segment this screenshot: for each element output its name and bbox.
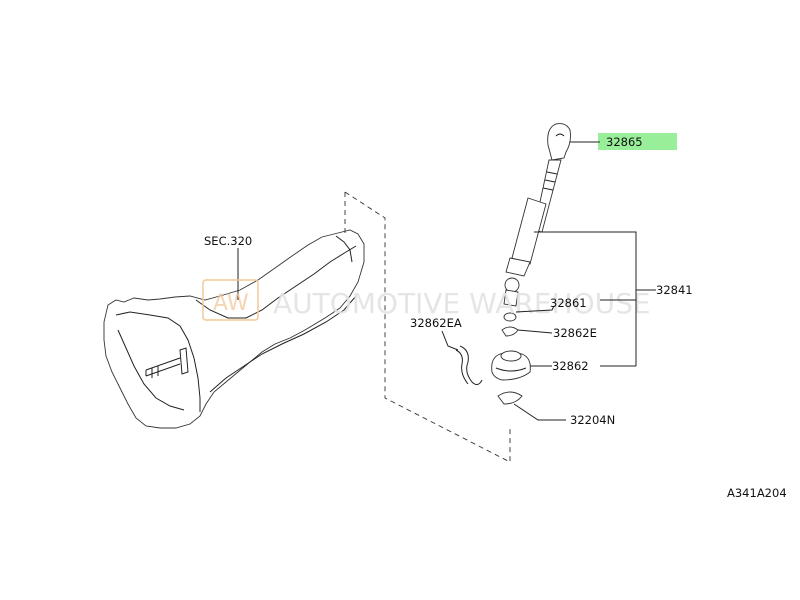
shift-knob [547, 123, 571, 161]
clip-ea-part [459, 345, 483, 386]
watermark-logo: AW [213, 291, 249, 316]
part-number-knob[interactable]: 32865 [606, 135, 643, 149]
part-number-bushing[interactable]: 32861 [550, 296, 587, 310]
knob-callout-highlight[interactable] [598, 133, 677, 150]
watermark: AW AUTOMOTIVE WAREHOUSE [202, 279, 651, 321]
bushing-part [503, 312, 517, 322]
lever-assy-bracket [534, 231, 656, 366]
snap-ring [497, 391, 523, 405]
watermark-text: AUTOMOTIVE WAREHOUSE [273, 287, 651, 320]
transmission-housing [103, 229, 365, 429]
diagram-id: A341A204 [727, 486, 787, 500]
section-ref-label: SEC.320 [204, 234, 252, 248]
lever-sleeve [511, 197, 547, 265]
clip-part [501, 326, 519, 337]
snap-ring-leader [513, 403, 566, 421]
watermark-logo-box [202, 279, 259, 321]
clip-leader [517, 329, 553, 334]
shift-lever-assembly [455, 123, 571, 405]
bushing-leader [515, 305, 555, 313]
part-number-clip[interactable]: 32862E [553, 326, 597, 340]
part-number-snap-ring[interactable]: 32204N [570, 413, 615, 427]
shift-boot [491, 352, 531, 381]
clip-ea-leader [441, 330, 459, 351]
part-number-boot[interactable]: 32862 [552, 359, 589, 373]
mounting-outline-dashed [344, 191, 511, 463]
part-number-lever-assy[interactable]: 32841 [656, 283, 693, 297]
part-number-clip-ea[interactable]: 32862EA [410, 316, 462, 330]
